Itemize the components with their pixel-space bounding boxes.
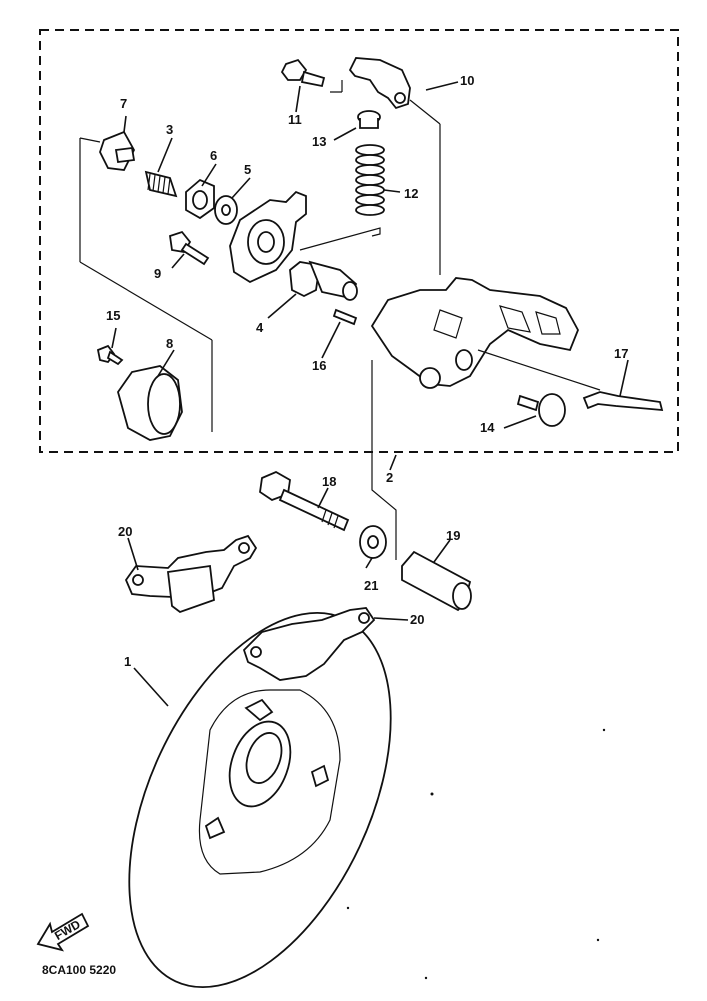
label-9: 9 <box>154 266 161 281</box>
connector-lines <box>371 360 397 560</box>
group-bracket-left <box>79 137 213 432</box>
part-15-screw <box>96 344 124 366</box>
part-8-cylinder <box>117 365 183 441</box>
label-2: 2 <box>386 470 393 485</box>
front-arrow-icon: FWD <box>36 912 90 952</box>
part-11-bolt <box>280 58 326 88</box>
part-10-bracket <box>330 57 441 275</box>
label-5: 5 <box>244 162 251 177</box>
assembly-boundary <box>39 29 679 453</box>
part-21-washer <box>359 525 387 559</box>
label-10: 10 <box>460 73 474 88</box>
part-20-pad-left <box>124 534 258 614</box>
label-12: 12 <box>404 186 418 201</box>
leader-lines <box>111 81 629 707</box>
part-18-bolt <box>259 470 350 532</box>
label-1: 1 <box>124 654 131 669</box>
part-12-spring <box>355 144 385 216</box>
label-18: 18 <box>322 474 336 489</box>
part-holder-plate <box>229 190 307 284</box>
label-20-right: 20 <box>410 612 424 627</box>
label-6: 6 <box>210 148 217 163</box>
label-7: 7 <box>120 96 127 111</box>
part-6-nut <box>185 178 215 220</box>
part-9-bolt <box>169 230 210 266</box>
part-13-cap <box>357 110 381 129</box>
part-17-clip <box>582 391 664 412</box>
label-4: 4 <box>256 320 264 335</box>
part-7-knob <box>99 130 136 171</box>
part-20-pad-right <box>242 607 376 681</box>
part-1-brake-disc <box>128 611 392 989</box>
label-14: 14 <box>480 420 495 435</box>
label-15: 15 <box>106 308 120 323</box>
part-14-pin <box>516 393 566 427</box>
scan-specks <box>346 728 606 980</box>
label-3: 3 <box>166 122 173 137</box>
part-16-pin <box>332 308 358 326</box>
label-20-left: 20 <box>118 524 132 539</box>
caliper-body <box>370 277 601 391</box>
label-16: 16 <box>312 358 326 373</box>
part-3-spring <box>144 170 178 198</box>
label-17: 17 <box>614 346 628 361</box>
label-21: 21 <box>364 578 378 593</box>
label-11: 11 <box>288 112 302 127</box>
label-8: 8 <box>166 336 173 351</box>
part-5-washer <box>214 195 238 225</box>
label-19: 19 <box>446 528 460 543</box>
diagram-code: 8CA100 5220 <box>42 963 116 977</box>
part-4-gear-shaft <box>289 227 381 301</box>
label-13: 13 <box>312 134 326 149</box>
part-19-sleeve <box>401 550 472 612</box>
